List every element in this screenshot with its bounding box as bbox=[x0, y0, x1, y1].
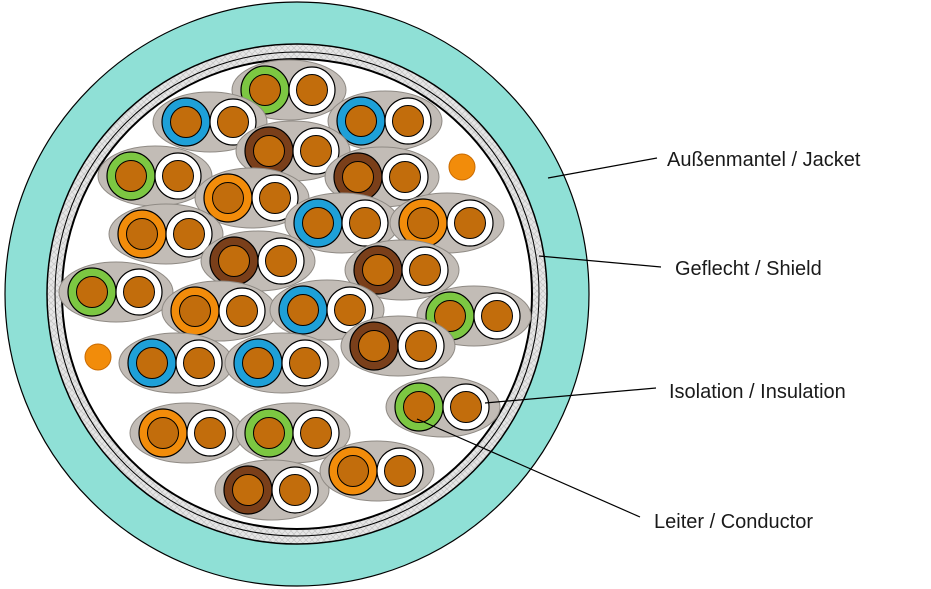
conductor bbox=[384, 455, 416, 487]
conductor bbox=[126, 218, 158, 250]
conductor-label: Leiter / Conductor bbox=[654, 511, 813, 533]
twisted-pair bbox=[269, 279, 385, 341]
conductor bbox=[179, 295, 211, 327]
conductor bbox=[389, 161, 421, 193]
conductor bbox=[337, 455, 369, 487]
conductor bbox=[162, 160, 194, 192]
twisted-pair bbox=[235, 120, 351, 182]
conductor bbox=[218, 245, 250, 277]
conductor bbox=[409, 254, 441, 286]
conductor bbox=[362, 254, 394, 286]
twisted-pair bbox=[152, 91, 268, 153]
conductor bbox=[194, 417, 226, 449]
conductor bbox=[342, 161, 374, 193]
twisted-pair bbox=[200, 230, 316, 292]
twisted-pair bbox=[194, 167, 310, 229]
conductor bbox=[403, 391, 435, 423]
twisted-pair bbox=[58, 261, 174, 323]
twisted-pair bbox=[284, 192, 400, 254]
conductor bbox=[334, 294, 366, 326]
filler-element bbox=[84, 343, 112, 371]
twisted-pair bbox=[97, 145, 213, 207]
conductor bbox=[302, 207, 334, 239]
conductor bbox=[259, 182, 291, 214]
insulation-label: Isolation / Insulation bbox=[669, 381, 846, 403]
shield-label: Geflecht / Shield bbox=[675, 258, 822, 280]
conductor bbox=[253, 135, 285, 167]
twisted-pair bbox=[118, 332, 234, 394]
twisted-pair bbox=[324, 146, 440, 208]
conductor bbox=[434, 300, 466, 332]
twisted-pair bbox=[214, 459, 330, 521]
twisted-pair bbox=[385, 376, 501, 438]
conductor bbox=[232, 474, 264, 506]
conductor bbox=[279, 474, 311, 506]
conductor bbox=[242, 347, 274, 379]
conductor bbox=[289, 347, 321, 379]
conductor bbox=[407, 207, 439, 239]
conductor bbox=[300, 417, 332, 449]
conductor bbox=[300, 135, 332, 167]
conductor bbox=[265, 245, 297, 277]
conductor bbox=[349, 207, 381, 239]
conductor bbox=[253, 417, 285, 449]
twisted-pair bbox=[340, 315, 456, 377]
twisted-pair bbox=[224, 332, 340, 394]
conductor bbox=[173, 218, 205, 250]
conductor bbox=[136, 347, 168, 379]
jacket-leader-line bbox=[547, 157, 658, 179]
conductor bbox=[287, 294, 319, 326]
twisted-pair bbox=[235, 402, 351, 464]
insulation-leader-line bbox=[484, 387, 657, 404]
conductor bbox=[454, 207, 486, 239]
conductor bbox=[405, 330, 437, 362]
conductor bbox=[345, 105, 377, 137]
twisted-pair bbox=[231, 59, 347, 121]
conductor bbox=[76, 276, 108, 308]
jacket-label: Außenmantel / Jacket bbox=[667, 149, 861, 171]
twisted-pairs-group bbox=[58, 59, 532, 521]
twisted-pair bbox=[129, 402, 245, 464]
conductor bbox=[123, 276, 155, 308]
conductor bbox=[249, 74, 281, 106]
conductor bbox=[226, 295, 258, 327]
twisted-pair bbox=[319, 440, 435, 502]
conductor bbox=[217, 106, 249, 138]
conductor bbox=[296, 74, 328, 106]
conductor bbox=[183, 347, 215, 379]
conductor bbox=[212, 182, 244, 214]
shield-inner-line bbox=[54, 51, 540, 537]
conductor bbox=[481, 300, 513, 332]
twisted-pair bbox=[108, 203, 224, 265]
conductor bbox=[450, 391, 482, 423]
conductor-leader-line bbox=[416, 418, 641, 518]
twisted-pair bbox=[161, 280, 277, 342]
twisted-pair bbox=[389, 192, 505, 254]
conductor bbox=[392, 105, 424, 137]
conductor bbox=[358, 330, 390, 362]
conductor bbox=[115, 160, 147, 192]
twisted-pair bbox=[327, 90, 443, 152]
shield-leader-line bbox=[538, 255, 662, 268]
conductor bbox=[170, 106, 202, 138]
twisted-pair bbox=[344, 239, 460, 301]
filler-element bbox=[448, 153, 476, 181]
conductor bbox=[147, 417, 179, 449]
